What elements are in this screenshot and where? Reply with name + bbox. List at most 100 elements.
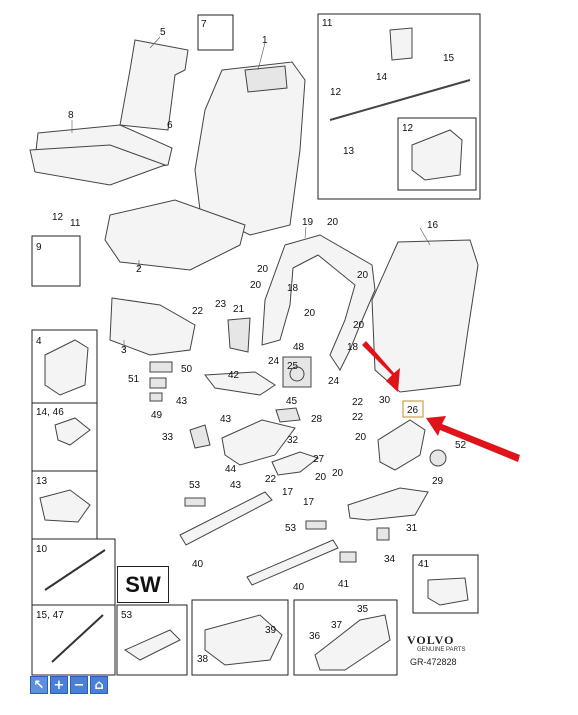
- highlight-26: [402, 400, 424, 418]
- diagram-reference: GR-472828: [410, 657, 457, 667]
- part-13-cover: [39, 489, 91, 523]
- sw-label: SW: [117, 566, 169, 603]
- part-10-cable: [44, 549, 106, 591]
- part-34-plug: [376, 527, 390, 541]
- leader-16: [419, 227, 431, 246]
- callout-2: 2: [136, 264, 142, 275]
- callout-51: 51: [128, 374, 140, 385]
- box-9: [31, 235, 81, 287]
- callout-14: 14: [376, 72, 388, 83]
- callout-13: 13: [343, 146, 355, 157]
- part-11-harness: [389, 27, 413, 61]
- callout-28: 28: [311, 414, 323, 425]
- callout-49: 49: [151, 410, 163, 421]
- callout-12a: 12: [52, 212, 64, 223]
- callout-41: 41: [338, 579, 350, 590]
- callout-31: 31: [406, 523, 418, 534]
- part-32-bracket: [271, 451, 320, 476]
- home-button[interactable]: ⌂: [90, 676, 108, 694]
- callout-38: 38: [197, 654, 209, 665]
- callout-21: 21: [233, 304, 245, 315]
- part-5-pad: [119, 39, 189, 131]
- callout-20g: 20: [355, 432, 367, 443]
- arrow-upper: [362, 341, 400, 392]
- part-30-side-cover: [377, 419, 426, 471]
- callout-24b: 24: [328, 376, 340, 387]
- callout-53b: 53: [285, 523, 297, 534]
- callout-52: 52: [455, 440, 467, 451]
- box-35: [293, 599, 398, 676]
- viewer-toolbar: ↖ + − ⌂: [30, 676, 108, 694]
- callout-20h: 20: [332, 468, 344, 479]
- part-31-side-cover: [347, 487, 429, 521]
- zoom-out-button[interactable]: −: [70, 676, 88, 694]
- callout-17a: 17: [282, 487, 294, 498]
- callout-22c: 22: [352, 412, 364, 423]
- callout-20d: 20: [357, 270, 369, 281]
- callout-12c: 12: [402, 123, 414, 134]
- part-8-mat-lower: [29, 144, 167, 186]
- callout-20f: 20: [353, 320, 365, 331]
- select-tool-button[interactable]: ↖: [30, 676, 48, 694]
- callout-24a: 24: [268, 356, 280, 367]
- callout-11a: 11: [70, 218, 81, 229]
- callout-25: 25: [287, 361, 299, 372]
- callout-29: 29: [432, 476, 444, 487]
- callout-box41: 41: [418, 559, 430, 570]
- callout-20e: 20: [304, 308, 316, 319]
- callout-40a: 40: [192, 559, 204, 570]
- part-3-front-cushion: [109, 297, 196, 356]
- brand-subtitle: GENUINE PARTS: [417, 647, 466, 653]
- callout-box53: 53: [121, 610, 133, 621]
- callout-27: 27: [313, 454, 325, 465]
- zoom-in-button[interactable]: +: [50, 676, 68, 694]
- box-38: [191, 599, 289, 676]
- part-16-back-panel: [371, 239, 479, 393]
- callout-50: 50: [181, 364, 193, 375]
- part-49-cover: [149, 392, 163, 402]
- part-1-backrest: [194, 61, 306, 236]
- part-14-clip: [54, 417, 91, 446]
- callout-18a: 18: [287, 283, 299, 294]
- callout-34: 34: [384, 554, 396, 565]
- callout-33: 33: [162, 432, 174, 443]
- callout-45: 45: [286, 396, 298, 407]
- callout-6: 6: [167, 120, 173, 131]
- part-4-panel: [44, 339, 89, 396]
- part-41-clip: [339, 551, 357, 563]
- callout-1: 1: [262, 35, 268, 46]
- callout-39: 39: [265, 625, 277, 636]
- callout-5: 5: [160, 27, 166, 38]
- part-12-connector: [411, 129, 463, 181]
- red-arrows: [362, 341, 520, 462]
- callout-20b: 20: [257, 264, 269, 275]
- callout-26: 26: [407, 405, 419, 416]
- part-41-inset-bracket: [427, 577, 469, 606]
- callout-43c: 43: [230, 480, 242, 491]
- part-44-bracket: [221, 419, 296, 466]
- callout-20i: 20: [315, 472, 327, 483]
- box-41: [412, 554, 479, 614]
- callout-7: 7: [201, 19, 207, 30]
- callout-37: 37: [331, 620, 343, 631]
- part-51-cover: [149, 377, 167, 389]
- callout-22b: 22: [352, 397, 364, 408]
- part-25-button: [289, 366, 305, 382]
- part-50-cover: [149, 361, 173, 373]
- callout-8: 8: [68, 110, 74, 121]
- part-40-rail-left: [179, 491, 273, 546]
- box-53: [116, 604, 188, 676]
- part-1-headrest-slot: [244, 65, 288, 93]
- box-15-47: [31, 604, 116, 676]
- callout-16: 16: [427, 220, 439, 231]
- part-33-clip: [189, 424, 211, 449]
- callout-22d: 22: [265, 474, 277, 485]
- callout-48: 48: [293, 342, 305, 353]
- callout-44: 44: [225, 464, 237, 475]
- callout-15: 15: [443, 53, 455, 64]
- part-15-rod: [51, 614, 104, 663]
- callout-3: 3: [121, 345, 127, 356]
- part-45-clip: [275, 407, 301, 423]
